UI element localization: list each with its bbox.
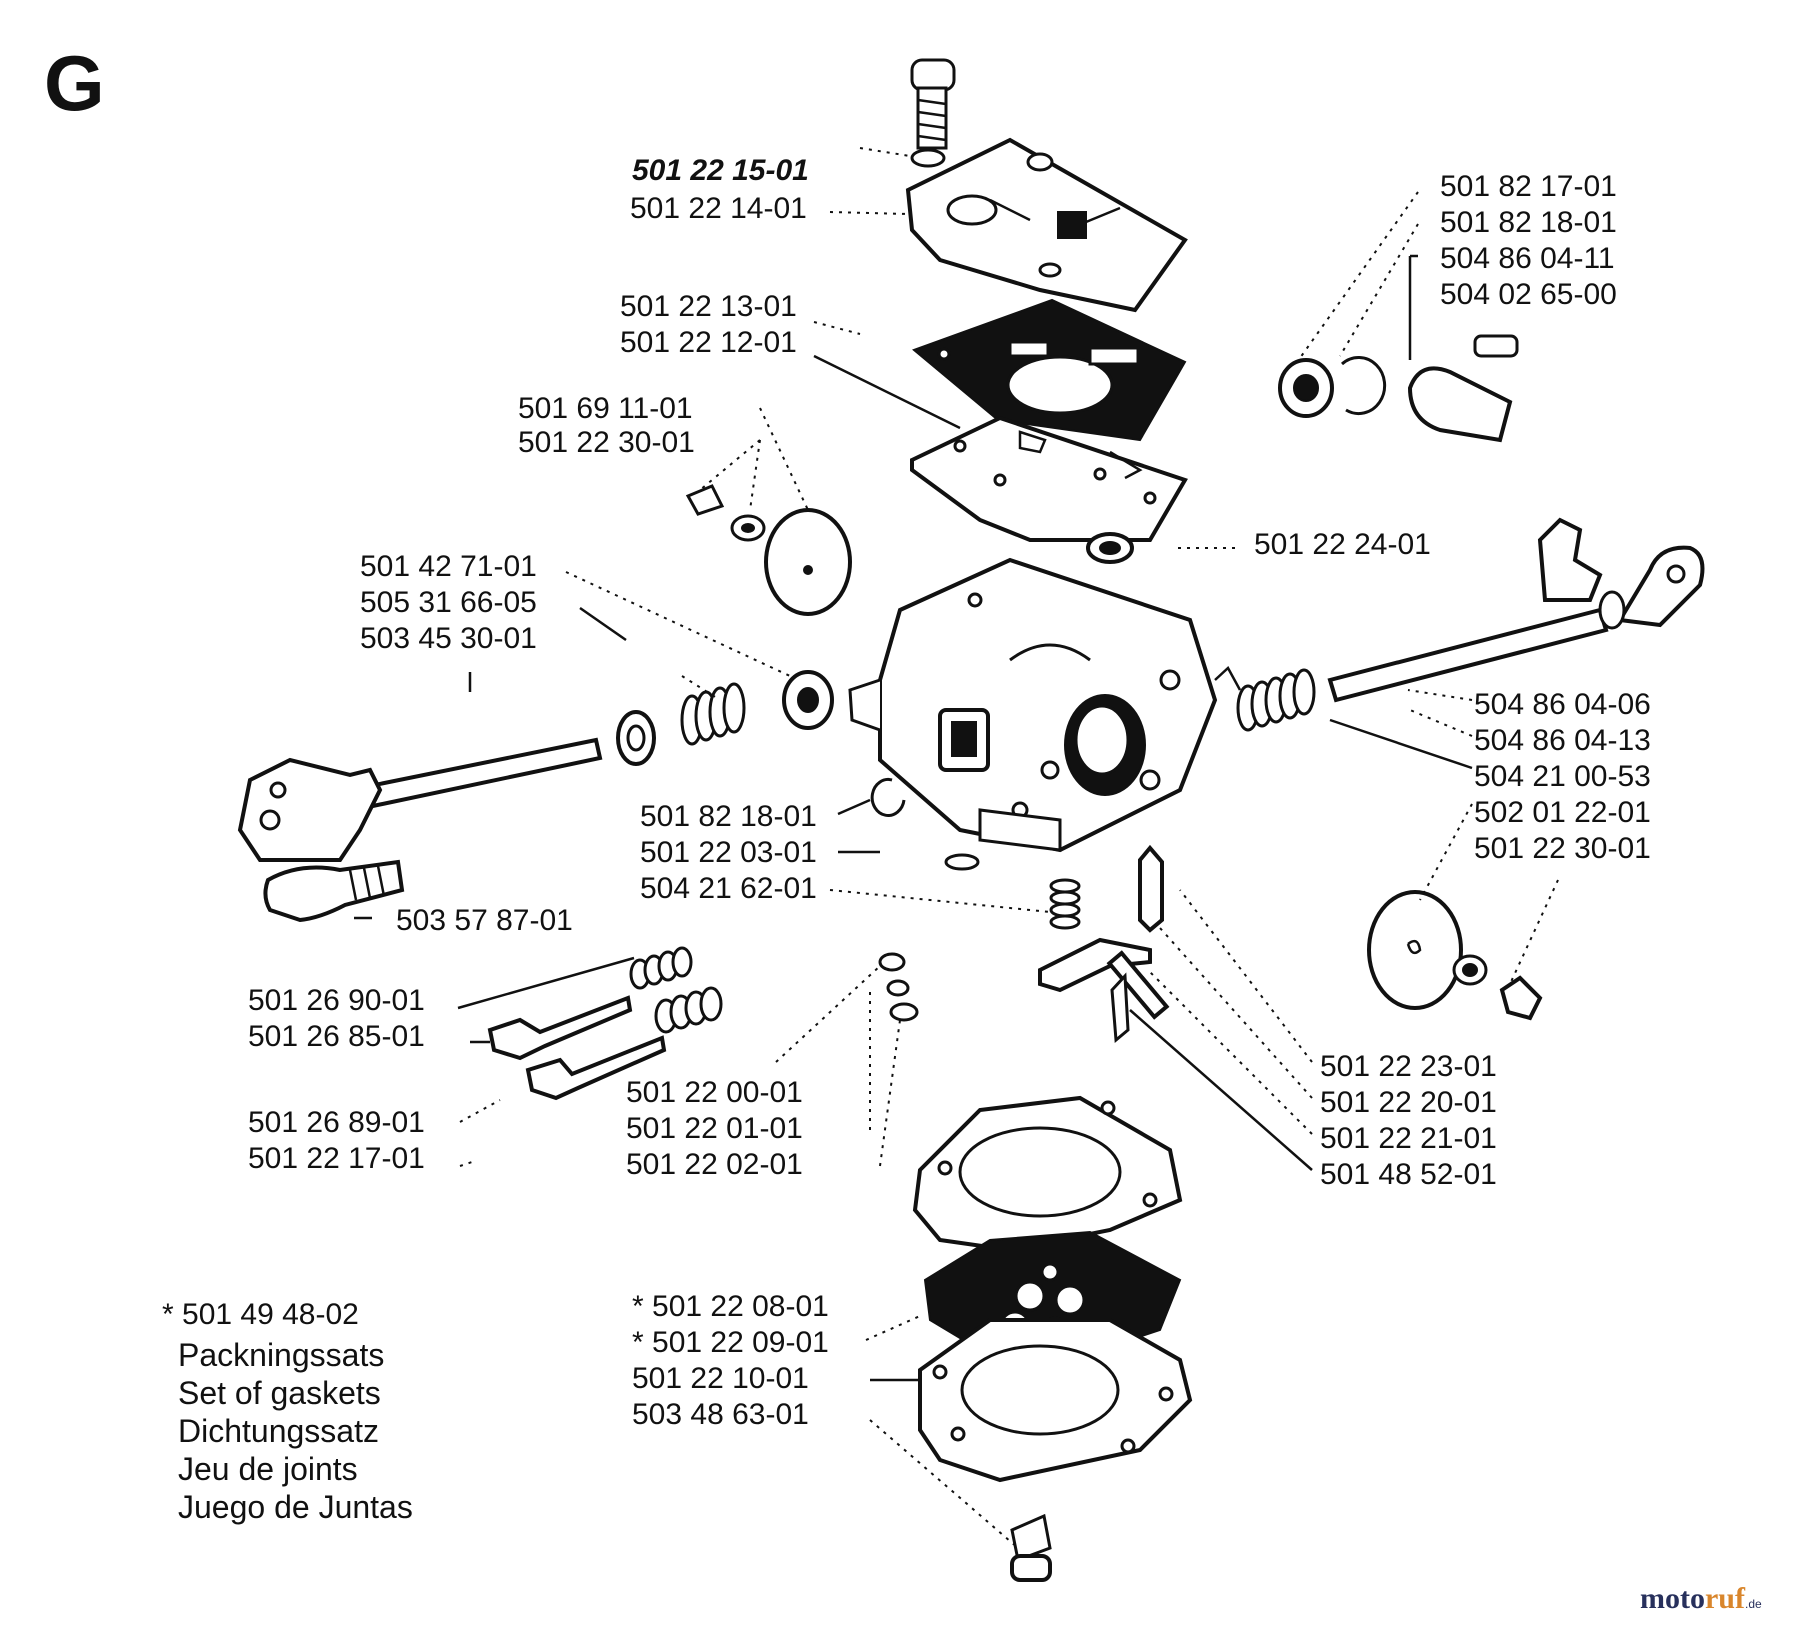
right-diaphragm-icon <box>1367 890 1543 1021</box>
bottom-cover-icon <box>918 1318 1193 1483</box>
kit-name-de: Dichtungssatz <box>178 1413 379 1449</box>
kit-name-es: Juego de Juntas <box>178 1489 413 1525</box>
leader-lines <box>354 147 1559 1549</box>
label-right-mid-e: 501 22 30-01 <box>1474 832 1651 865</box>
watermark-part1: moto <box>1640 1582 1705 1615</box>
choke-shaft-left-icon <box>237 737 603 862</box>
pump-cover-icon <box>905 137 1188 313</box>
throttle-shaft-right-icon <box>1214 517 1705 732</box>
label-left-c: 503 45 30-01 <box>360 622 537 655</box>
label-screen: 501 22 24-01 <box>1254 528 1431 561</box>
label-lever-c: 501 22 21-01 <box>1320 1122 1497 1155</box>
label-right-top-a: 501 82 17-01 <box>1440 170 1617 203</box>
label-left-b: 505 31 66-05 <box>360 586 537 619</box>
label-needle-a: 501 26 90-01 <box>248 984 425 1017</box>
label-right-top-b: 501 82 18-01 <box>1440 206 1617 239</box>
choke-knob-icon <box>263 859 405 923</box>
diaphragm-disc-icon <box>685 484 852 616</box>
label-needle-d: 501 22 17-01 <box>248 1142 425 1175</box>
screen-icon <box>1086 532 1134 564</box>
label-orings-b: 501 22 01-01 <box>626 1112 803 1145</box>
right-washers-icon <box>1278 334 1519 443</box>
label-bottom-a: * 501 22 08-01 <box>632 1290 829 1323</box>
label-bottom-c: 501 22 10-01 <box>632 1362 809 1395</box>
label-bottom-d: 503 48 63-01 <box>632 1398 809 1431</box>
kit-name-sv: Packningssats <box>178 1337 384 1373</box>
label-gasket-top-b: 501 22 12-01 <box>620 326 797 359</box>
right-spring-icon <box>1236 668 1316 732</box>
needle-screw-low-icon <box>525 986 723 1101</box>
top-diaphragm-icon <box>910 415 1188 542</box>
lever-spring-icon <box>1049 878 1081 930</box>
label-mid-a: 501 82 18-01 <box>640 800 817 833</box>
svg-text:motoruf.de: motoruf.de <box>1640 1582 1762 1615</box>
label-lever-b: 501 22 20-01 <box>1320 1086 1497 1119</box>
top-screw-icon <box>910 58 956 168</box>
label-orings-a: 501 22 00-01 <box>626 1076 803 1109</box>
label-lever-a: 501 22 23-01 <box>1320 1050 1497 1083</box>
label-right-mid-a: 504 86 04-06 <box>1474 688 1651 721</box>
kit-name-fr: Jeu de joints <box>178 1451 358 1487</box>
label-cover-assy: 501 22 15-01 <box>632 154 809 187</box>
label-needle-b: 501 26 85-01 <box>248 1020 425 1053</box>
watermark-logo: motoruf.de <box>1640 1582 1762 1615</box>
top-gasket-icon <box>912 298 1187 442</box>
left-bushings-icon <box>616 670 834 766</box>
kit-number: * 501 49 48-02 <box>162 1298 359 1331</box>
label-bottom-b: * 501 22 09-01 <box>632 1326 829 1359</box>
label-left-a: 501 42 71-01 <box>360 550 537 583</box>
label-orings-c: 501 22 02-01 <box>626 1148 803 1181</box>
bottom-screw-icon <box>1010 1513 1052 1582</box>
label-lever-d: 501 48 52-01 <box>1320 1158 1497 1191</box>
label-diaph-a: 501 69 11-01 <box>518 392 693 425</box>
kit-name-en: Set of gaskets <box>178 1375 381 1411</box>
inlet-lever-icon <box>1038 844 1170 1044</box>
label-right-mid-b: 504 86 04-13 <box>1474 724 1651 757</box>
label-right-top-d: 504 02 65-00 <box>1440 278 1617 311</box>
label-cover: 501 22 14-01 <box>630 192 807 225</box>
label-right-top-c: 504 86 04-11 <box>1440 242 1615 275</box>
label-gasket-top-a: 501 22 13-01 <box>620 290 797 323</box>
carburetor-body-icon <box>848 557 1218 853</box>
label-mid-c: 504 21 62-01 <box>640 872 817 905</box>
label-right-mid-c: 504 21 00-53 <box>1474 760 1651 793</box>
label-right-mid-d: 502 01 22-01 <box>1474 796 1651 829</box>
watermark-suffix: .de <box>1745 1597 1762 1611</box>
watermark-part2: ruf <box>1705 1582 1746 1615</box>
label-diaph-b: 501 22 30-01 <box>518 426 695 459</box>
bottom-gasket-icon <box>912 1095 1183 1253</box>
needle-screw-high-icon <box>487 946 693 1061</box>
part-number-labels: 501 22 15-01 501 22 14-01 501 22 13-01 5… <box>248 154 1651 1431</box>
gasket-kit-legend: * 501 49 48-02 Packningssats Set of gask… <box>162 1298 413 1525</box>
section-letter: G <box>44 39 105 127</box>
label-mid-b: 501 22 03-01 <box>640 836 817 869</box>
o-rings-icon <box>870 777 980 1022</box>
label-needle-c: 501 26 89-01 <box>248 1106 425 1139</box>
label-knob: 503 57 87-01 <box>396 904 573 937</box>
